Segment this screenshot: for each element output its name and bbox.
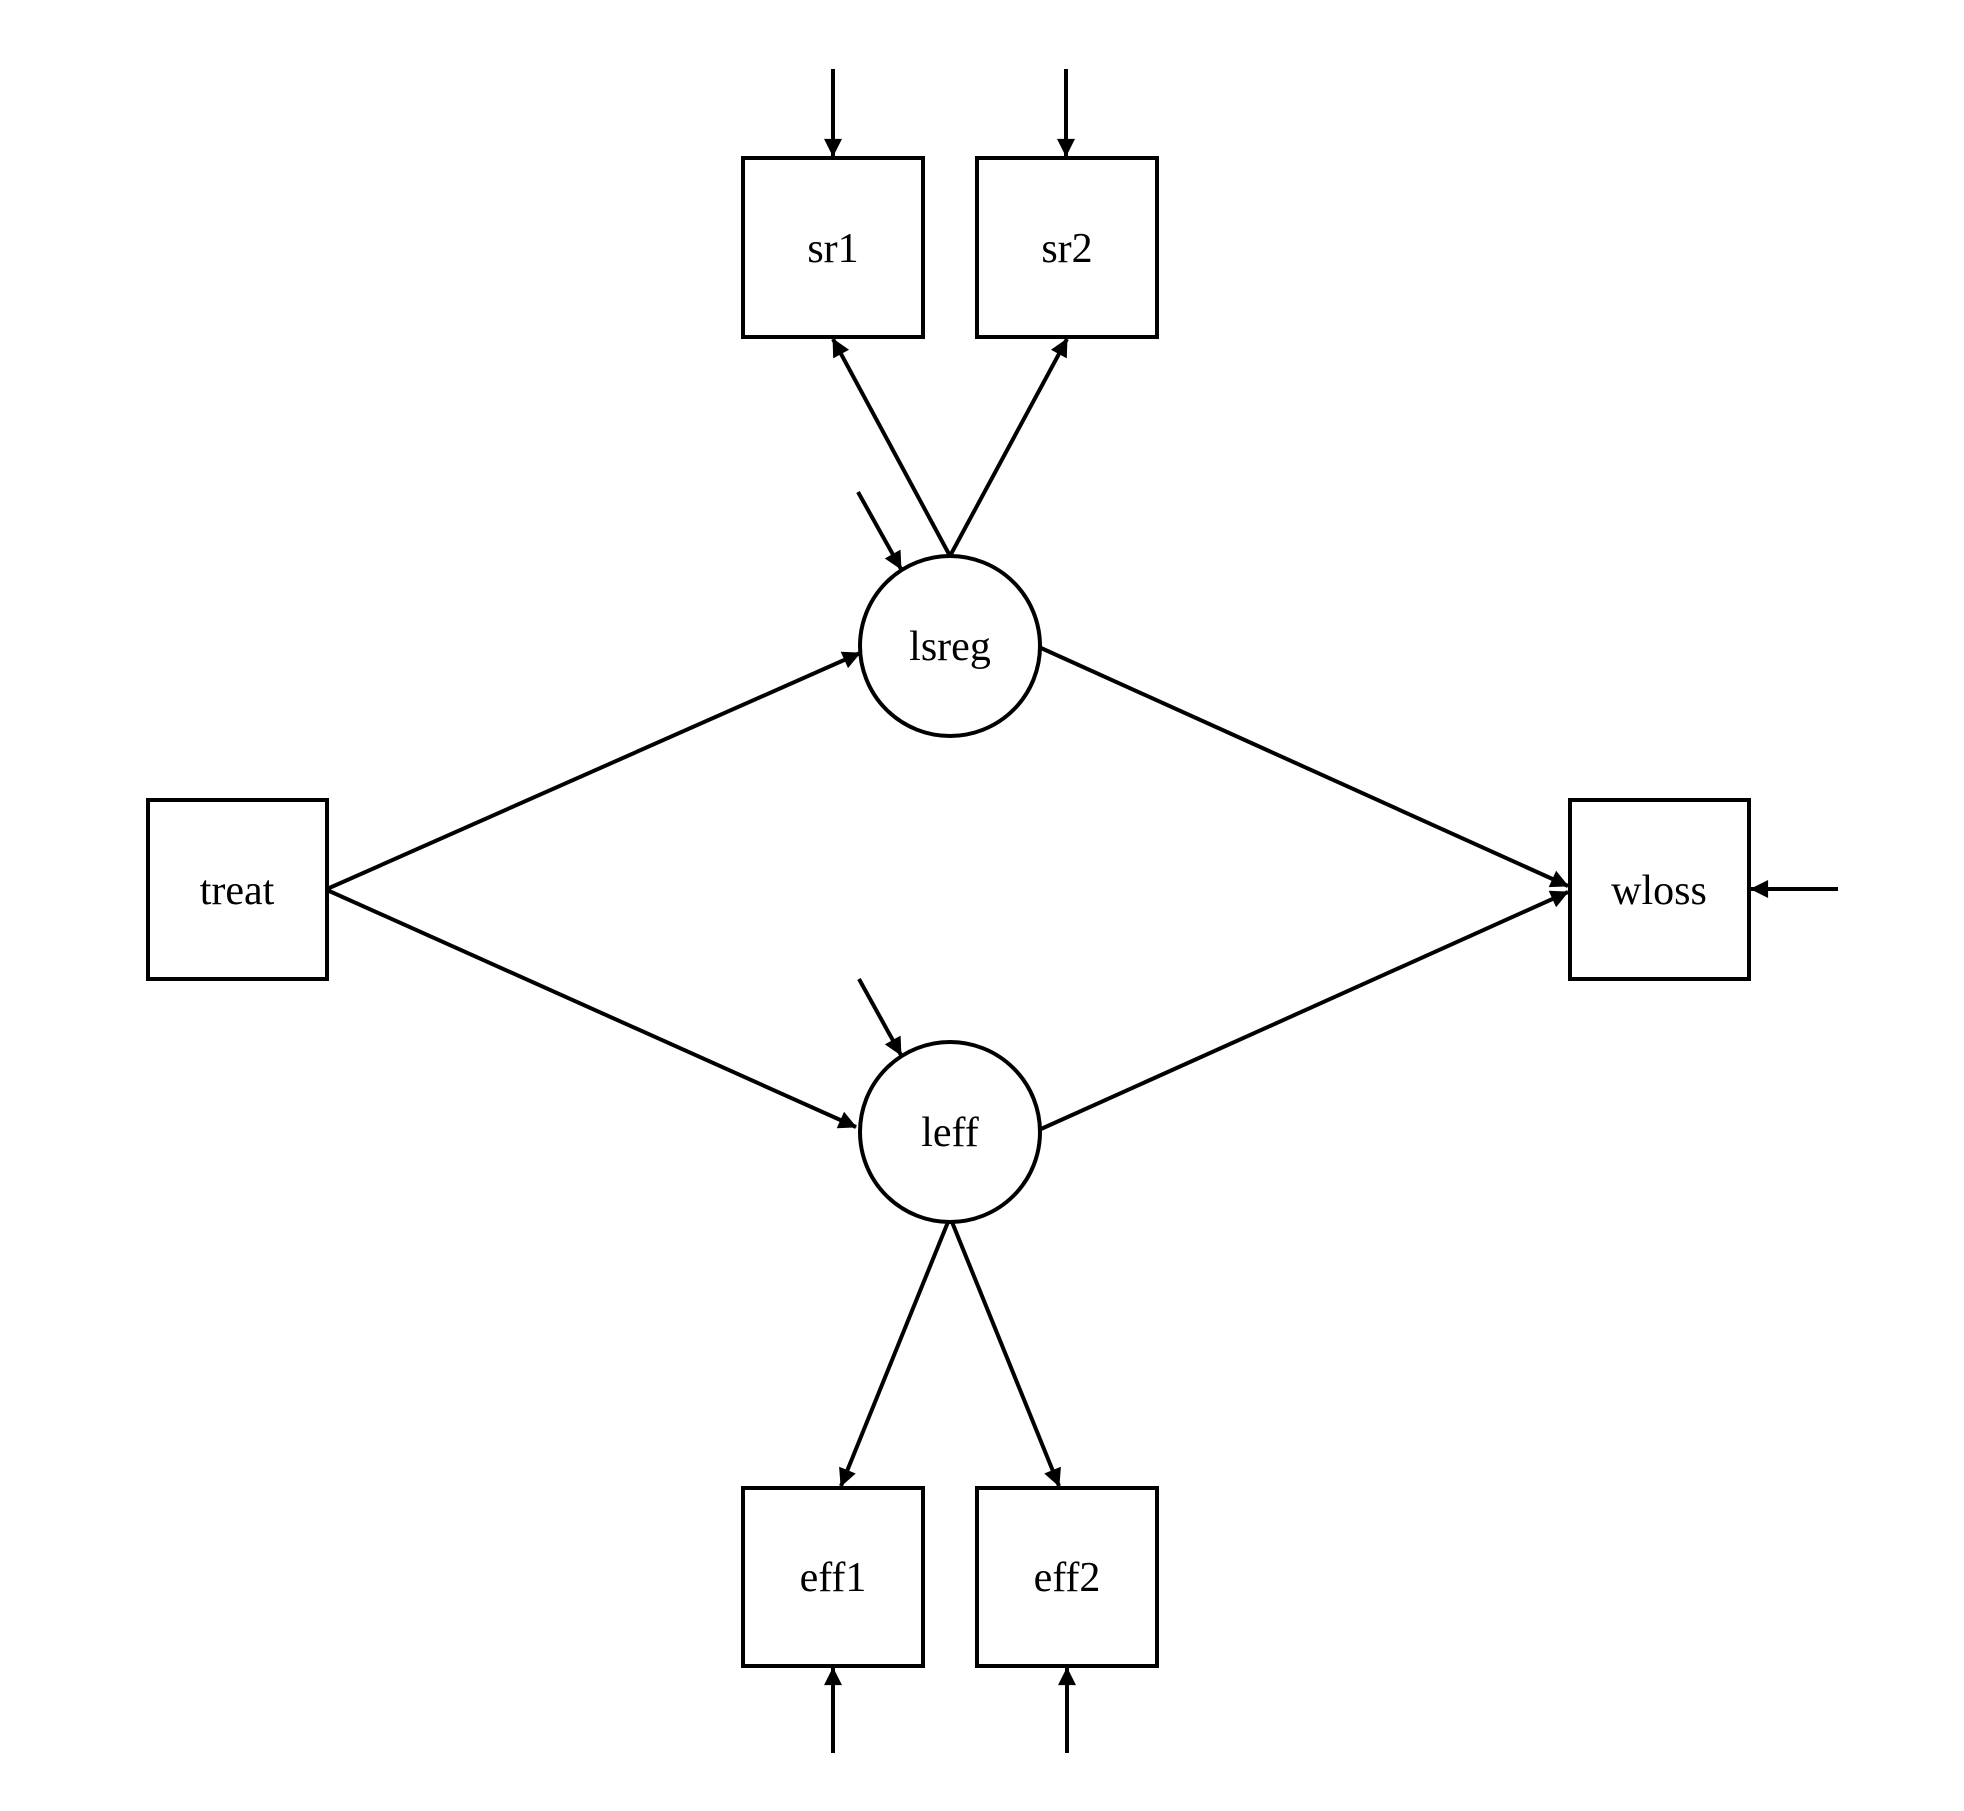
path-treat-to-leff — [326, 888, 857, 1129]
path-leff-to-eff2 — [950, 1221, 1061, 1487]
treat-label: treat — [200, 868, 275, 914]
residual-arrow-lsreg — [856, 491, 903, 570]
node-sr2: sr2 — [975, 156, 1159, 339]
node-wloss: wloss — [1568, 798, 1751, 981]
leff-label: leff — [921, 1110, 979, 1156]
path-leff-to-wloss — [1040, 890, 1569, 1131]
path-leff-to-eff1 — [839, 1221, 950, 1487]
treat-rect — [146, 798, 329, 981]
path-lsreg-to-sr2 — [948, 338, 1069, 557]
sr2-label: sr2 — [1041, 226, 1092, 272]
lsreg-circle — [858, 554, 1042, 738]
eff1-label: eff1 — [800, 1555, 867, 1601]
node-eff1: eff1 — [741, 1486, 925, 1668]
sr2-rect — [975, 156, 1159, 339]
sr1-rect — [741, 156, 925, 339]
node-lsreg: lsreg — [858, 554, 1042, 738]
lsreg-label: lsreg — [909, 624, 991, 670]
leff-circle — [858, 1040, 1042, 1224]
wloss-rect — [1568, 798, 1751, 981]
node-treat: treat — [146, 798, 329, 981]
residual-arrow-leff — [857, 978, 903, 1056]
path-lsreg-to-sr1 — [831, 338, 952, 557]
path-treat-to-lsreg — [326, 651, 861, 891]
eff2-label: eff2 — [1034, 1555, 1101, 1601]
wloss-label: wloss — [1611, 868, 1707, 914]
node-eff2: eff2 — [975, 1486, 1159, 1668]
eff1-rect — [741, 1486, 925, 1668]
sr1-label: sr1 — [807, 226, 858, 272]
node-leff: leff — [858, 1040, 1042, 1224]
node-sr1: sr1 — [741, 156, 925, 339]
path-lsreg-to-wloss — [1040, 646, 1569, 888]
eff2-rect — [975, 1486, 1159, 1668]
